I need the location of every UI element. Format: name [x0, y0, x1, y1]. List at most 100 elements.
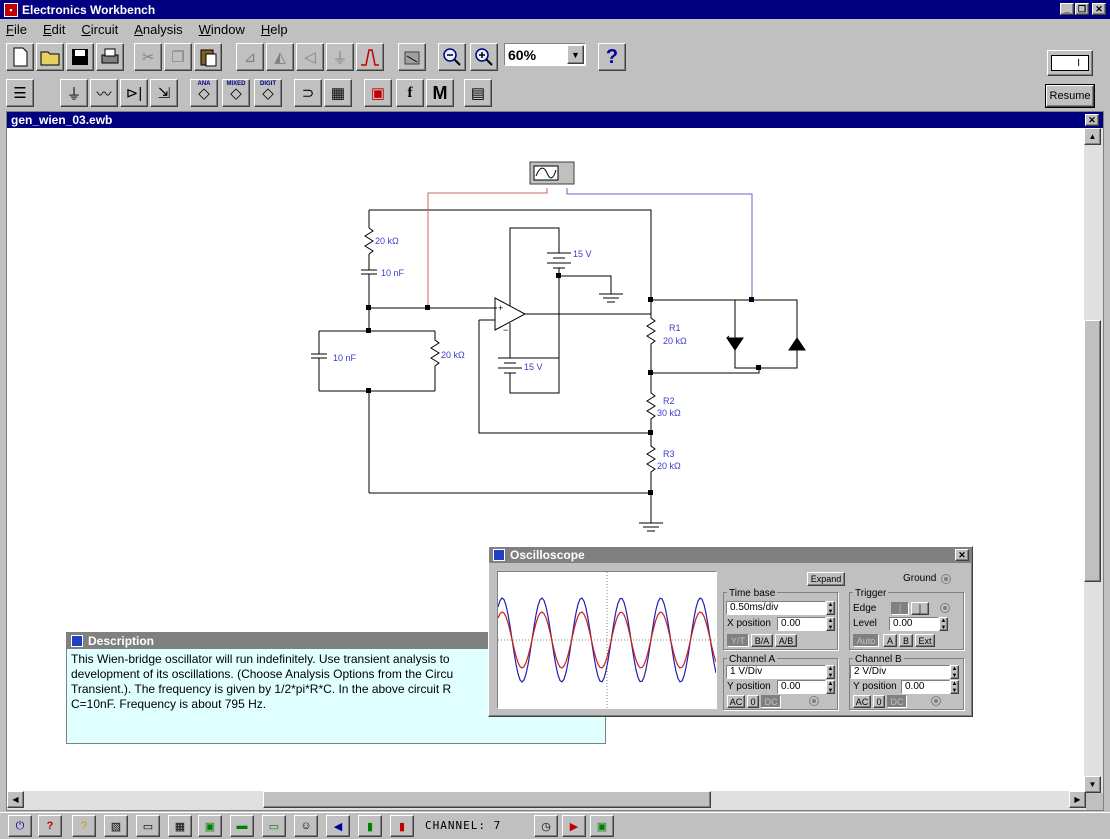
display-settings-icon[interactable]: ▧	[104, 815, 128, 837]
flip-vertical-icon[interactable]: ◁	[296, 43, 324, 71]
description-titlebar[interactable]: Description	[67, 633, 605, 649]
channel-a-ypos-spinner[interactable]: ▲▼	[826, 680, 835, 694]
trigger-auto-button[interactable]: Auto	[853, 634, 879, 647]
description-text[interactable]: This Wien-bridge oscillator will run ind…	[67, 649, 605, 743]
trigger-ext-button[interactable]: Ext	[915, 634, 935, 647]
scroll-down-icon[interactable]: ▼	[1084, 776, 1101, 793]
channel-b-ac-button[interactable]: AC	[853, 695, 871, 708]
open-folder-icon[interactable]	[36, 43, 64, 71]
signal-bars-icon[interactable]: ▮	[358, 815, 382, 837]
mixed-ics-bin-icon[interactable]: MIXED◇	[222, 79, 250, 107]
menu-file[interactable]: File	[6, 21, 27, 37]
create-subcircuit-icon[interactable]	[398, 43, 426, 71]
channel-b-zero-button[interactable]: 0	[873, 695, 885, 708]
help-button[interactable]: ?	[598, 43, 626, 71]
channel-b-ypos-spinner[interactable]: ▲▼	[950, 680, 959, 694]
resume-button[interactable]: Resume	[1045, 84, 1095, 108]
channel-a-ac-button[interactable]: AC	[727, 695, 745, 708]
channel-a-dc-button[interactable]: DC	[761, 695, 781, 708]
monitor-icon[interactable]: ▭	[136, 815, 160, 837]
timebase-spinner[interactable]: ▲▼	[826, 601, 835, 615]
tray-status-icon[interactable]: ▣	[590, 815, 614, 837]
battery-icon[interactable]: ▬	[230, 815, 254, 837]
scroll-left-icon[interactable]: ◀	[7, 791, 24, 808]
horizontal-scrollbar[interactable]: ◀ ▶	[7, 791, 1086, 810]
minimize-button[interactable]: _	[1060, 3, 1074, 15]
digital-ics-bin-icon[interactable]: DIGIT◇	[254, 79, 282, 107]
miscellaneous-bin-icon[interactable]: M	[426, 79, 454, 107]
channel-a-scale-field[interactable]: 1 V/Div	[726, 665, 826, 679]
zoom-select[interactable]: 60% ▼	[504, 43, 586, 66]
volume-bars-icon[interactable]: ▮	[390, 815, 414, 837]
help-icon[interactable]: ?	[38, 815, 62, 837]
horizontal-scroll-thumb[interactable]	[263, 791, 711, 808]
network-icon[interactable]: ▦	[168, 815, 192, 837]
tray-clock-icon[interactable]: ◷	[534, 815, 558, 837]
rotate-icon[interactable]: ⊿	[236, 43, 264, 71]
graph-icon[interactable]	[356, 43, 384, 71]
falling-edge-icon[interactable]: ⌡	[911, 602, 929, 615]
flip-horizontal-icon[interactable]: ◭	[266, 43, 294, 71]
print-icon[interactable]	[96, 43, 124, 71]
menu-edit[interactable]: Edit	[42, 21, 66, 37]
controls-bin-icon[interactable]: f	[396, 79, 424, 107]
trigger-level-field[interactable]: 0.00	[889, 617, 939, 631]
x-position-field[interactable]: 0.00	[777, 617, 826, 631]
menu-circuit[interactable]: Circuit	[81, 21, 119, 37]
new-file-icon[interactable]	[6, 43, 34, 71]
close-button[interactable]: ✕	[1092, 3, 1106, 15]
x-position-spinner[interactable]: ▲▼	[826, 617, 835, 631]
tray-record-icon[interactable]: ▶	[562, 815, 586, 837]
parts-bin-toggle-icon[interactable]: ☰	[6, 79, 34, 107]
vertical-scrollbar[interactable]: ▲ ▼	[1084, 128, 1103, 793]
channel-a-terminal-icon[interactable]	[809, 696, 819, 706]
scroll-up-icon[interactable]: ▲	[1084, 128, 1101, 145]
zoom-out-icon[interactable]	[438, 43, 466, 71]
channel-b-scale-field[interactable]: 2 V/Div	[850, 665, 950, 679]
channel-b-ypos-field[interactable]: 0.00	[901, 680, 950, 694]
card-icon[interactable]: ▭	[262, 815, 286, 837]
speaker-icon[interactable]: ◀	[326, 815, 350, 837]
channel-a-zero-button[interactable]: 0	[747, 695, 759, 708]
sources-bin-icon[interactable]: ⏚	[60, 79, 88, 107]
power-icon[interactable]: ⏻	[8, 815, 32, 837]
save-icon[interactable]	[66, 43, 94, 71]
zoom-in-icon[interactable]	[470, 43, 498, 71]
close-icon[interactable]: ✕	[955, 549, 969, 561]
timebase-field[interactable]: 0.50ms/div	[726, 601, 826, 615]
trigger-terminal-icon[interactable]	[940, 603, 950, 613]
menu-help[interactable]: Help	[260, 21, 288, 37]
ground-terminal-icon[interactable]	[941, 574, 951, 584]
indicators-bin-icon[interactable]: ▣	[364, 79, 392, 107]
copy-icon[interactable]: ❐	[164, 43, 192, 71]
yt-mode-button[interactable]: Y/T	[727, 634, 749, 647]
analog-ics-bin-icon[interactable]: ANA◇	[190, 79, 218, 107]
instruments-bin-icon[interactable]: ▤	[464, 79, 492, 107]
basic-bin-icon[interactable]: 〰	[90, 79, 118, 107]
ab-mode-button[interactable]: A/B	[775, 634, 797, 647]
paste-icon[interactable]	[194, 43, 222, 71]
channel-b-scale-spinner[interactable]: ▲▼	[950, 665, 959, 679]
ba-mode-button[interactable]: B/A	[751, 634, 773, 647]
oscilloscope-titlebar[interactable]: Oscilloscope ✕	[489, 547, 972, 563]
menu-window[interactable]: Window	[198, 21, 245, 37]
chevron-down-icon[interactable]: ▼	[567, 45, 584, 64]
channel-a-ypos-field[interactable]: 0.00	[777, 680, 826, 694]
vertical-scroll-thumb[interactable]	[1084, 320, 1101, 582]
cut-icon[interactable]: ✂	[134, 43, 162, 71]
info-icon[interactable]: ?	[72, 815, 96, 837]
transistors-bin-icon[interactable]: ⇲	[150, 79, 178, 107]
trigger-level-spinner[interactable]: ▲▼	[939, 617, 948, 631]
logic-gates-bin-icon[interactable]: ⊃	[294, 79, 322, 107]
power-switch-icon[interactable]: I	[1047, 50, 1093, 76]
close-icon[interactable]: ✕	[1085, 114, 1099, 126]
digital-bin-icon[interactable]: ▦	[324, 79, 352, 107]
trigger-b-button[interactable]: B	[899, 634, 913, 647]
component-properties-icon[interactable]: ⏚	[326, 43, 354, 71]
restore-button[interactable]: ❐	[1075, 3, 1089, 15]
channel-a-scale-spinner[interactable]: ▲▼	[826, 665, 835, 679]
rising-edge-icon[interactable]: ⌠	[891, 602, 909, 615]
trigger-a-button[interactable]: A	[883, 634, 897, 647]
channel-b-terminal-icon[interactable]	[931, 696, 941, 706]
expand-button[interactable]: Expand	[807, 572, 845, 586]
